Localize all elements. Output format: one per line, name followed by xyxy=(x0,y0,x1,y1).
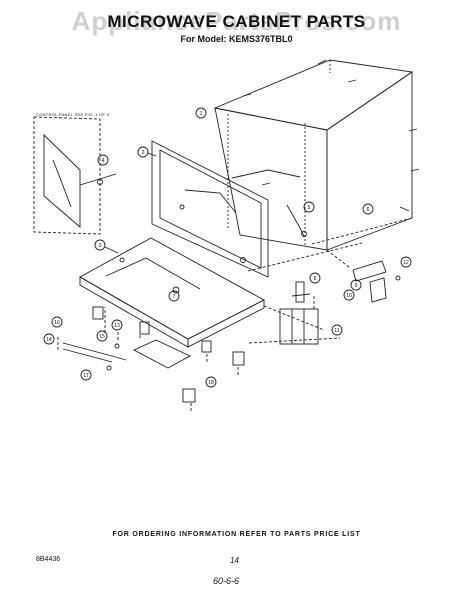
watermark-text: AppliancePartsPros.com xyxy=(71,6,402,36)
cabinet-wrapper xyxy=(213,59,414,251)
door-switch-bracket xyxy=(352,260,401,303)
inset-caption: CONTROL PANEL SEE FIG. 1 OF 4 xyxy=(36,112,110,117)
callout-2: 2 xyxy=(142,150,145,156)
assembly-guide-lines xyxy=(57,217,413,411)
page-number: 14 xyxy=(230,556,239,565)
control-panel-inset xyxy=(33,116,117,235)
callout-8: 8 xyxy=(314,276,317,282)
callout-15: 15 xyxy=(99,334,105,340)
callout-4: 4 xyxy=(102,158,105,164)
ordering-info-footer: FOR ORDERING INFORMATION REFER TO PARTS … xyxy=(112,531,361,538)
cabinet-screws xyxy=(242,59,420,212)
front-frame xyxy=(151,140,269,278)
callout-9: 9 xyxy=(355,283,358,289)
callout-3: 3 xyxy=(99,243,102,249)
callout-11: 11 xyxy=(334,328,339,334)
callout-12: 12 xyxy=(403,260,409,266)
callout-18: 18 xyxy=(208,380,214,386)
callout-16: 16 xyxy=(54,320,60,326)
bottom-cover-plate xyxy=(132,339,191,369)
callout-5: 5 xyxy=(308,205,311,211)
callout-17: 17 xyxy=(83,373,89,379)
callout-numbers: 1 2 3 4 5 6 7 8 9 10 11 12 13 14 15 16 1… xyxy=(46,111,409,386)
callout-7: 7 xyxy=(173,294,176,300)
callout-10: 10 xyxy=(346,293,352,299)
callout-6: 6 xyxy=(367,207,370,213)
base-pan xyxy=(79,237,265,348)
model-line: For Model: KEMS376TBL0 xyxy=(180,34,293,44)
feet-brackets xyxy=(92,306,245,403)
page-title: MICROWAVE CABINET PARTS xyxy=(107,12,366,31)
hinge-bar xyxy=(62,342,127,371)
handwritten-note: 60-6-6 xyxy=(213,576,240,586)
callout-13: 13 xyxy=(114,323,120,329)
callout-14: 14 xyxy=(46,337,52,343)
document-number: 8B4436 xyxy=(36,556,61,563)
callout-1: 1 xyxy=(200,111,203,117)
transformer-assembly xyxy=(279,281,319,345)
callout-markers xyxy=(43,107,412,388)
